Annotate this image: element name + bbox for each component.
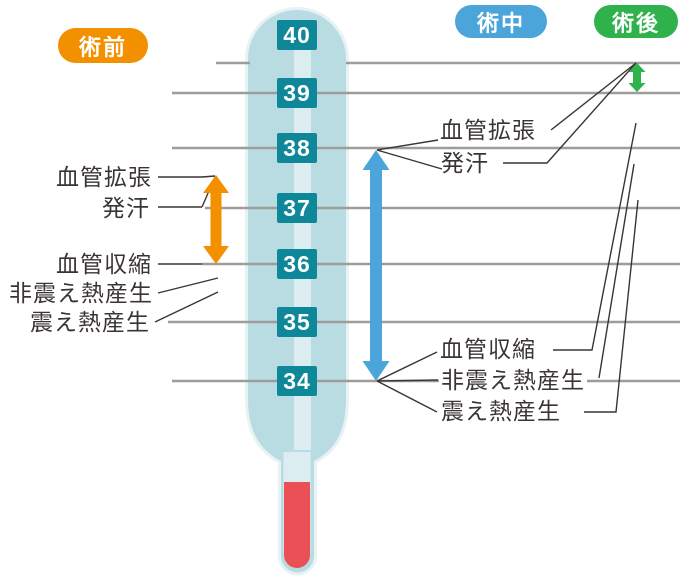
- preop-badge: 術前: [58, 28, 148, 63]
- scale-box-35: 35: [277, 307, 317, 337]
- leader-right-sweating-to-arrow: [376, 149, 443, 170]
- scale-box-40: 40: [277, 20, 317, 50]
- thermometer-capillary-stripe: [294, 20, 311, 450]
- scale-box-38: 38: [277, 133, 317, 163]
- leader-right-vasodilation-to-green: [550, 62, 637, 131]
- scale-box-36: 36: [277, 249, 317, 279]
- left-sweating-label: 発汗: [102, 195, 150, 221]
- leader-right-vasoconstriction-to-arrow: [376, 351, 438, 382]
- left-vasoconstriction-label: 血管収縮: [56, 251, 152, 277]
- right-vasodilation-label: 血管拡張: [440, 117, 536, 143]
- leader-right-vasodilation-to-arrow: [376, 139, 439, 151]
- left-vasodilation-label: 血管拡張: [56, 164, 152, 190]
- leader-left-vasodilation: [158, 175, 216, 178]
- right-shivering-label: 震え熱産生: [441, 398, 561, 424]
- leader-left-shivering: [154, 291, 219, 323]
- postop-badge: 術後: [594, 5, 678, 38]
- right-vasoconstriction-label: 血管収縮: [440, 336, 536, 362]
- right-non-shivering-label: 非震え熱産生: [439, 367, 587, 393]
- left-non-shivering-label: 非震え熱産生: [9, 280, 153, 306]
- preop-range-arrow: [203, 175, 229, 264]
- leader-right-vasoconstriction-postop: [553, 122, 637, 351]
- leader-right-non-shivering-postop: [598, 163, 635, 379]
- thermometer: [245, 7, 349, 576]
- leader-lines: [154, 62, 639, 413]
- range-arrows: [203, 63, 646, 381]
- leader-right-non-shivering-to-arrow: [376, 379, 439, 382]
- intraop-range-arrow: [362, 150, 390, 381]
- scale-box-39: 39: [277, 78, 317, 108]
- leader-right-sweating-to-green: [503, 62, 637, 164]
- leader-right-shivering-postop: [584, 199, 639, 413]
- postop-range-arrow: [628, 63, 646, 92]
- thermometer-mercury-column: [284, 482, 310, 568]
- left-shivering-label: 震え熱産生: [30, 309, 150, 335]
- leader-left-non-shivering: [157, 277, 219, 294]
- right-sweating-label: 発汗: [441, 150, 489, 176]
- scale-box-37: 37: [277, 193, 317, 223]
- intraop-badge: 術中: [455, 5, 547, 38]
- leader-right-shivering-to-arrow: [376, 380, 438, 413]
- scale-box-34: 34: [277, 366, 317, 396]
- temperature-grid-lines: [168, 61, 680, 383]
